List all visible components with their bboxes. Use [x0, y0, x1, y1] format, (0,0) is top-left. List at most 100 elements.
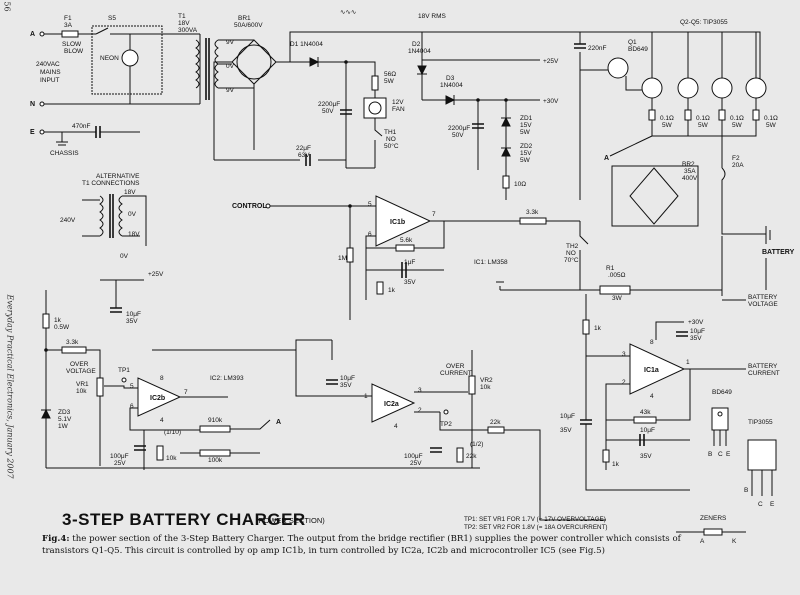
rms-wave: ∿∿∿	[340, 9, 357, 16]
svg-text:IC1b: IC1b	[390, 219, 405, 226]
svg-text:IC1: LM358: IC1: LM358	[474, 259, 508, 266]
fan-12v	[363, 97, 387, 119]
opamp-ic1a: +30V 10μF 35V IC1a 3 2 1 8 4 BATTERY CUR…	[560, 294, 780, 491]
svg-text:B: B	[708, 451, 712, 458]
svg-text:3W: 3W	[612, 295, 623, 302]
svg-text:3A: 3A	[64, 22, 73, 29]
svg-text:E: E	[726, 451, 731, 458]
comparator-section: +25V 10μF 35V 1k 0.5W 3.3k OVER VOLTAGE …	[41, 271, 372, 470]
rectifier-diodes: D1 1N4004 2200μF 50V 22μF 63V 56Ω 5W 12V…	[214, 32, 559, 200]
svg-text:INPUT: INPUT	[40, 77, 60, 84]
svg-text:VR2: VR2	[480, 377, 493, 384]
note-tp2: TP2: SET VR2 FOR 1.8V (= 18A OVERCURRENT…	[464, 524, 608, 531]
svg-text:SLOW: SLOW	[62, 41, 82, 48]
svg-text:5W: 5W	[520, 157, 531, 164]
diagram-title: 3-STEP BATTERY CHARGER	[62, 510, 306, 529]
svg-text:BR1: BR1	[238, 15, 251, 22]
svg-text:.005Ω: .005Ω	[608, 272, 626, 279]
svg-text:4: 4	[394, 423, 398, 430]
svg-text:1k: 1k	[54, 317, 62, 324]
svg-text:OVER: OVER	[70, 361, 89, 368]
svg-text:NO: NO	[386, 136, 396, 143]
output-section: BR2 35A 400V F2 20A BATTERY BATTERY VOLT…	[611, 136, 795, 308]
svg-text:0.1Ω: 0.1Ω	[730, 115, 744, 122]
svg-text:IC2a: IC2a	[384, 401, 399, 408]
svg-text:220nF: 220nF	[588, 45, 606, 52]
svg-text:10μF: 10μF	[640, 427, 655, 434]
svg-text:T1 CONNECTIONS: T1 CONNECTIONS	[82, 180, 140, 187]
svg-text:VOLTAGE: VOLTAGE	[748, 301, 778, 308]
svg-text:100μF: 100μF	[404, 453, 423, 460]
svg-text:35V: 35V	[690, 335, 702, 342]
svg-text:ZD1: ZD1	[520, 115, 533, 122]
svg-text:6: 6	[130, 403, 134, 410]
svg-text:+30V: +30V	[688, 319, 704, 326]
svg-text:A: A	[604, 155, 609, 162]
figure-caption: Fig.4: the power section of the 3-Step B…	[42, 534, 682, 557]
svg-text:2200μF: 2200μF	[448, 125, 470, 132]
svg-text:18V: 18V	[124, 189, 136, 196]
comparator-ic2a: IC2a 1 3 2 4 OVER CURRENT VR2 10k TP2 22…	[340, 350, 606, 521]
svg-text:12V: 12V	[392, 99, 404, 106]
svg-text:Q2-Q5: TIP3055: Q2-Q5: TIP3055	[680, 19, 728, 26]
svg-text:100k: 100k	[208, 457, 223, 464]
svg-text:22μF: 22μF	[296, 145, 311, 152]
svg-text:6: 6	[368, 231, 372, 238]
svg-text:22k: 22k	[466, 453, 477, 460]
svg-text:9V: 9V	[226, 87, 235, 94]
svg-text:0V: 0V	[120, 253, 129, 260]
svg-text:+25V: +25V	[543, 58, 559, 65]
svg-text:D3: D3	[446, 75, 455, 82]
svg-text:ZD3: ZD3	[58, 409, 71, 416]
svg-text:35V: 35V	[560, 427, 572, 434]
svg-text:5: 5	[130, 383, 134, 390]
svg-text:1M: 1M	[338, 255, 347, 262]
svg-text:4: 4	[650, 393, 654, 400]
svg-text:IC2: LM393: IC2: LM393	[210, 375, 244, 382]
svg-text:E: E	[30, 129, 35, 136]
svg-text:F1: F1	[64, 15, 72, 22]
svg-text:100μF: 100μF	[110, 453, 129, 460]
svg-text:18V RMS: 18V RMS	[418, 13, 446, 20]
svg-text:2: 2	[622, 379, 626, 386]
svg-text:1μF: 1μF	[404, 259, 415, 266]
svg-text:5.6k: 5.6k	[400, 237, 413, 244]
svg-text:10μF: 10μF	[126, 311, 141, 318]
svg-text:25V: 25V	[410, 460, 422, 467]
svg-text:B: B	[744, 487, 748, 494]
svg-text:TIP3055: TIP3055	[748, 419, 773, 426]
svg-text:1W: 1W	[58, 423, 69, 430]
svg-text:TH1: TH1	[384, 129, 397, 136]
svg-text:400V: 400V	[682, 175, 698, 182]
svg-text:5W: 5W	[520, 129, 531, 136]
svg-text:5W: 5W	[662, 122, 673, 129]
svg-text:0.1Ω: 0.1Ω	[696, 115, 710, 122]
alt-t1-connections: ALTERNATIVE T1 CONNECTIONS 18V 0V 18V 24…	[60, 173, 147, 260]
svg-text:A: A	[276, 419, 281, 426]
svg-text:T1: T1	[178, 13, 186, 20]
svg-text:Q1: Q1	[628, 39, 637, 46]
svg-text:(1/10): (1/10)	[164, 429, 181, 436]
svg-text:50V: 50V	[452, 132, 464, 139]
svg-text:1N4004: 1N4004	[440, 82, 463, 89]
svg-text:TP2: TP2	[440, 421, 452, 428]
svg-text:BR2: BR2	[682, 161, 695, 168]
svg-text:7: 7	[184, 389, 188, 396]
svg-text:3.3k: 3.3k	[526, 209, 539, 216]
svg-text:CURRENT: CURRENT	[748, 370, 780, 377]
svg-text:C: C	[758, 501, 763, 508]
svg-text:5W: 5W	[732, 122, 743, 129]
svg-text:63V: 63V	[298, 152, 310, 159]
svg-text:D2: D2	[412, 41, 421, 48]
svg-text:CONTROL: CONTROL	[232, 203, 267, 210]
svg-text:5W: 5W	[698, 122, 709, 129]
svg-text:15V: 15V	[520, 150, 532, 157]
svg-text:470nF: 470nF	[72, 123, 90, 130]
control-opamp-ic1b: CONTROL 1M IC1b 5 6 7 3.3k 5.6k 1μF 35V …	[232, 195, 722, 320]
svg-text:3.3k: 3.3k	[66, 339, 79, 346]
svg-text:2: 2	[418, 407, 422, 414]
svg-text:0.1Ω: 0.1Ω	[660, 115, 674, 122]
svg-text:OVER: OVER	[446, 363, 465, 370]
